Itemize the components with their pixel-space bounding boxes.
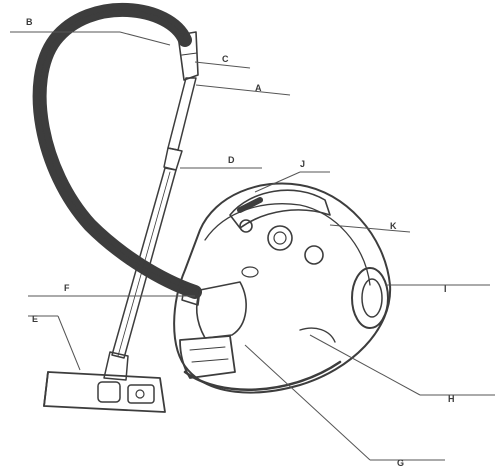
label-i: I [444, 284, 447, 294]
label-j: J [300, 159, 305, 169]
label-g: G [397, 458, 404, 468]
telescopic-tube [111, 77, 197, 359]
vacuum-body [173, 182, 392, 394]
label-a: A [255, 83, 262, 93]
hose-handle [177, 31, 199, 81]
leader-lines [10, 31, 495, 461]
label-c: C [222, 54, 229, 64]
label-b: B [26, 17, 33, 27]
label-k: K [390, 221, 397, 231]
label-d: D [228, 155, 235, 165]
label-f: F [64, 283, 70, 293]
part-labels: B C A D J K I F E H G [26, 17, 455, 468]
floor-nozzle [43, 351, 166, 413]
hose [32, 3, 202, 299]
label-e: E [32, 314, 38, 324]
label-h: H [448, 394, 455, 404]
